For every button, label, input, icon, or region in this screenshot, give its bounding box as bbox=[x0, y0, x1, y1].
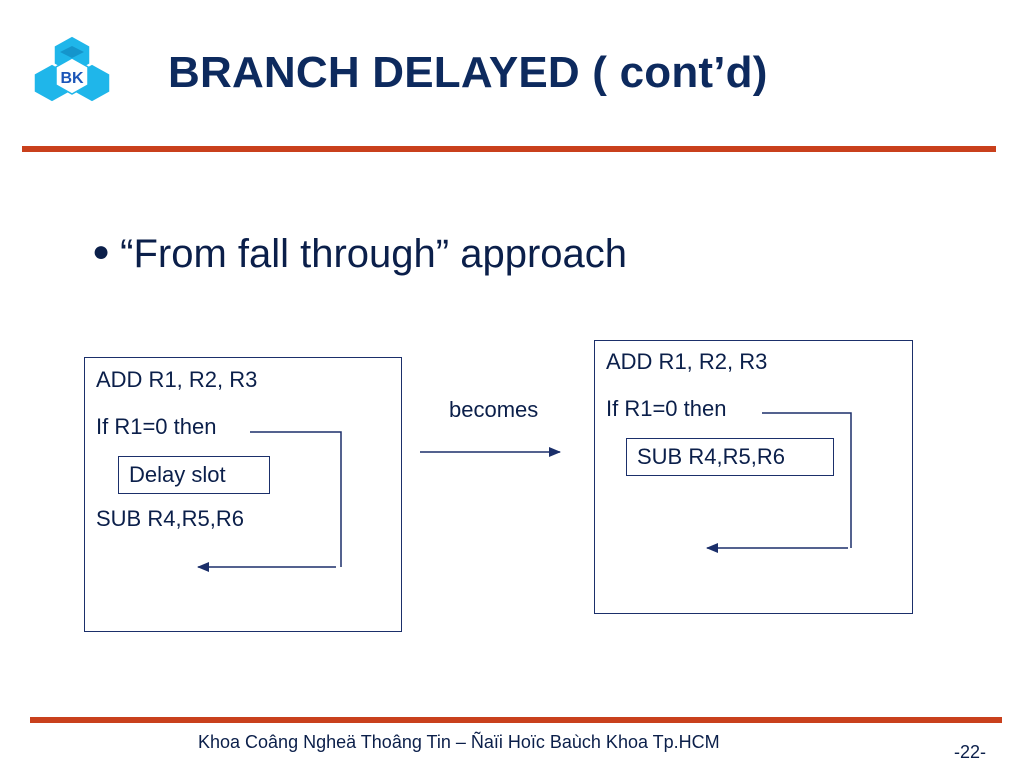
right-code-block bbox=[594, 340, 913, 614]
footer-text: Khoa Coâng Ngheä Thoâng Tin – Ñaïi Hoïc … bbox=[198, 732, 720, 752]
bullet-item: ● “From fall through” approach bbox=[92, 232, 627, 277]
bottom-divider bbox=[30, 717, 1002, 723]
left-line-if: If R1=0 then bbox=[96, 414, 217, 439]
page-number: -22- bbox=[954, 742, 987, 762]
right-branch-path bbox=[762, 412, 852, 548]
right-line-if: If R1=0 then bbox=[606, 396, 727, 421]
delay-slot-box: Delay slot bbox=[118, 456, 270, 494]
bullet-dot-icon: ● bbox=[92, 235, 111, 268]
bullet-text: “From fall through” approach bbox=[120, 232, 628, 276]
becomes-label: becomes bbox=[449, 397, 539, 422]
slide-title: BRANCH DELAYED ( cont’d) bbox=[168, 48, 768, 97]
top-divider bbox=[22, 146, 996, 152]
logo-text: BK bbox=[60, 70, 84, 87]
right-line-add: ADD R1, R2, R3 bbox=[606, 349, 768, 374]
left-code-block bbox=[84, 357, 402, 632]
filled-slot-box: SUB R4,R5,R6 bbox=[626, 438, 834, 476]
left-branch-path bbox=[250, 431, 342, 567]
left-line-add: ADD R1, R2, R3 bbox=[96, 367, 258, 392]
bk-logo: BK bbox=[33, 35, 111, 103]
left-line-sub: SUB R4,R5,R6 bbox=[96, 506, 244, 531]
